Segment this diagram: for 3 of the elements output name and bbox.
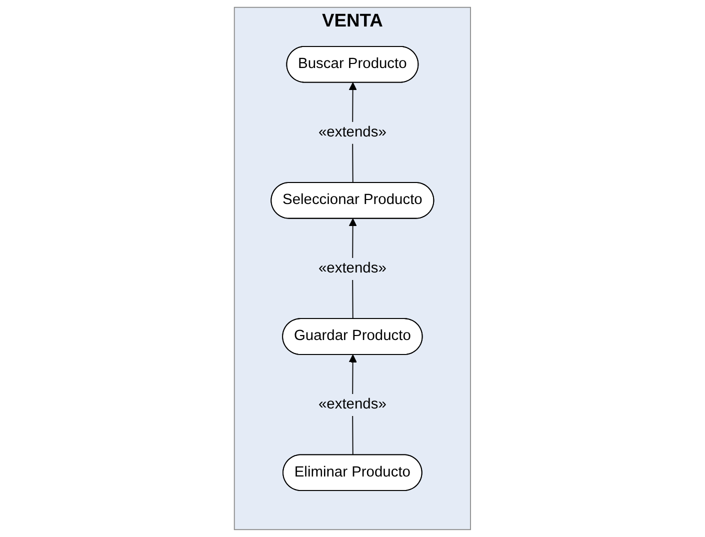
edge-label: «extends»	[318, 396, 386, 412]
edge-label: «extends»	[318, 260, 386, 276]
edge-label: «extends»	[318, 124, 386, 140]
